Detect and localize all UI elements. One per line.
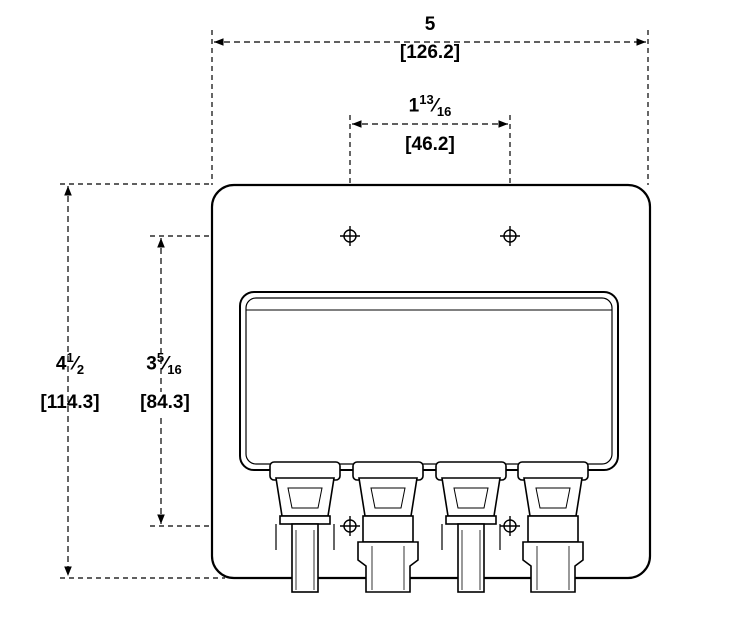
dim-hole-v-num: 5	[156, 350, 165, 365]
dim-width-imperial: 5	[405, 14, 455, 36]
dim-hole-h-metric: [46.2]	[405, 134, 455, 155]
hole-bottom-right	[500, 516, 520, 536]
connector-3	[435, 461, 507, 593]
connector-1	[269, 461, 341, 593]
dim-height-den: 2	[76, 362, 85, 378]
dim-height-imperial: 41⁄2	[55, 350, 85, 378]
dim-height-num: 1	[66, 350, 74, 365]
dim-hole-v-imperial: 35⁄16	[146, 350, 182, 378]
connectors	[269, 461, 589, 593]
dim-hole-v-whole: 3	[146, 353, 157, 375]
junction-box-inner	[245, 297, 613, 465]
connector-4	[517, 461, 589, 593]
dim-hole-h-imperial: 113⁄16	[408, 92, 452, 120]
dim-hole-h-den: 16	[436, 104, 452, 120]
dimension-lines	[64, 38, 646, 576]
dim-hole-v-metric: [84.3]	[120, 392, 210, 414]
dim-width-imperial-value: 5	[424, 14, 436, 35]
junction-box	[239, 291, 619, 471]
connector-2	[352, 461, 424, 593]
dim-width-metric: [126.2]	[399, 42, 461, 63]
hole-top-right	[500, 226, 520, 246]
dim-hole-h-whole: 1	[408, 95, 420, 117]
hole-top-left	[340, 226, 360, 246]
mounting-holes	[340, 226, 520, 536]
dim-height-whole: 4	[55, 353, 67, 375]
dim-hole-v-den: 16	[167, 362, 182, 378]
dim-height-metric: [114.3]	[40, 392, 100, 413]
dim-hole-h-num: 13	[419, 92, 434, 107]
hole-bottom-left	[340, 516, 360, 536]
